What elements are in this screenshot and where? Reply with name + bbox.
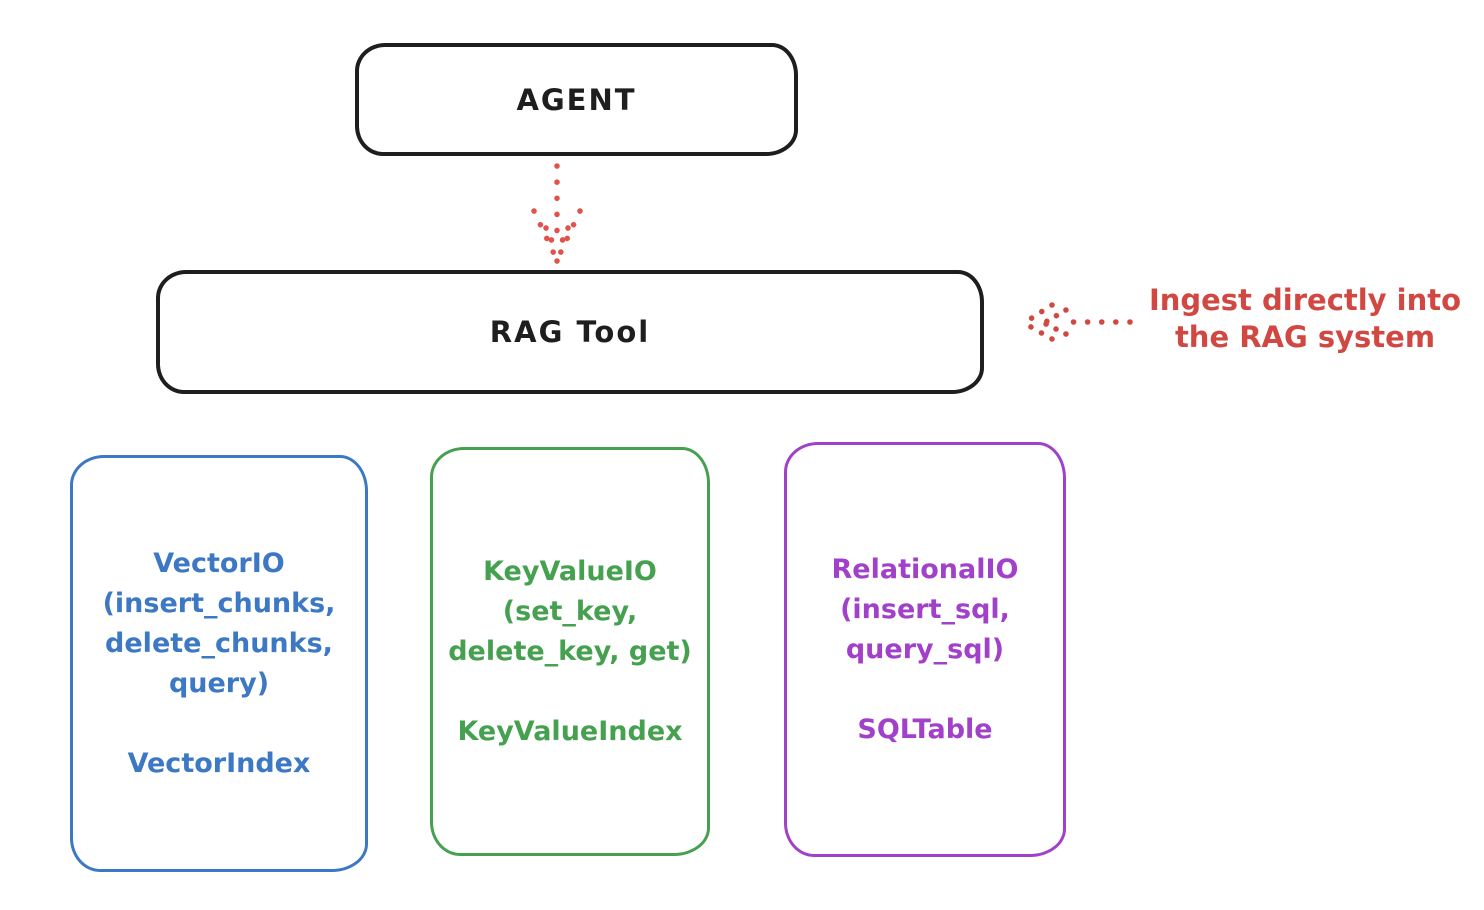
- keyvalue-io-line: (set_key,: [502, 595, 638, 627]
- sql-table-label: SQLTable: [857, 713, 993, 745]
- agent-to-ragtool-arrow: [531, 163, 583, 265]
- agent-box: AGENT: [355, 43, 798, 156]
- relational-io-line: RelationalIO: [831, 553, 1019, 585]
- vector-io-line: (insert_chunks,: [102, 587, 336, 619]
- vector-io-line: query): [168, 667, 270, 699]
- relational-io-line: (insert_sql,: [840, 593, 1010, 625]
- keyvalue-io-line: KeyValueIO: [483, 555, 657, 587]
- rag-tool-box: RAG Tool: [156, 270, 984, 394]
- keyvalue-io-line: delete_key, get): [448, 635, 692, 667]
- keyvalue-index-label: KeyValueIndex: [457, 715, 683, 747]
- relational-io-line: query_sql): [845, 633, 1005, 665]
- vector-io-box: VectorIO (insert_chunks, delete_chunks, …: [70, 455, 368, 872]
- relational-io-box: RelationalIO (insert_sql, query_sql) SQL…: [784, 442, 1066, 857]
- ingest-annotation-line1: Ingest directly into: [1148, 283, 1462, 317]
- ingest-annotation: Ingest directly into the RAG system: [1140, 282, 1470, 356]
- agent-label: AGENT: [516, 82, 637, 117]
- ingest-annotation-line2: the RAG system: [1174, 320, 1436, 354]
- vector-io-line: delete_chunks,: [105, 627, 333, 659]
- rag-tool-label: RAG Tool: [489, 315, 651, 349]
- keyvalue-io-box: KeyValueIO (set_key, delete_key, get) Ke…: [430, 447, 710, 856]
- vector-io-line: VectorIO: [153, 547, 285, 579]
- ingest-annotation-arrow: [1021, 302, 1133, 342]
- vector-index-label: VectorIndex: [127, 747, 311, 779]
